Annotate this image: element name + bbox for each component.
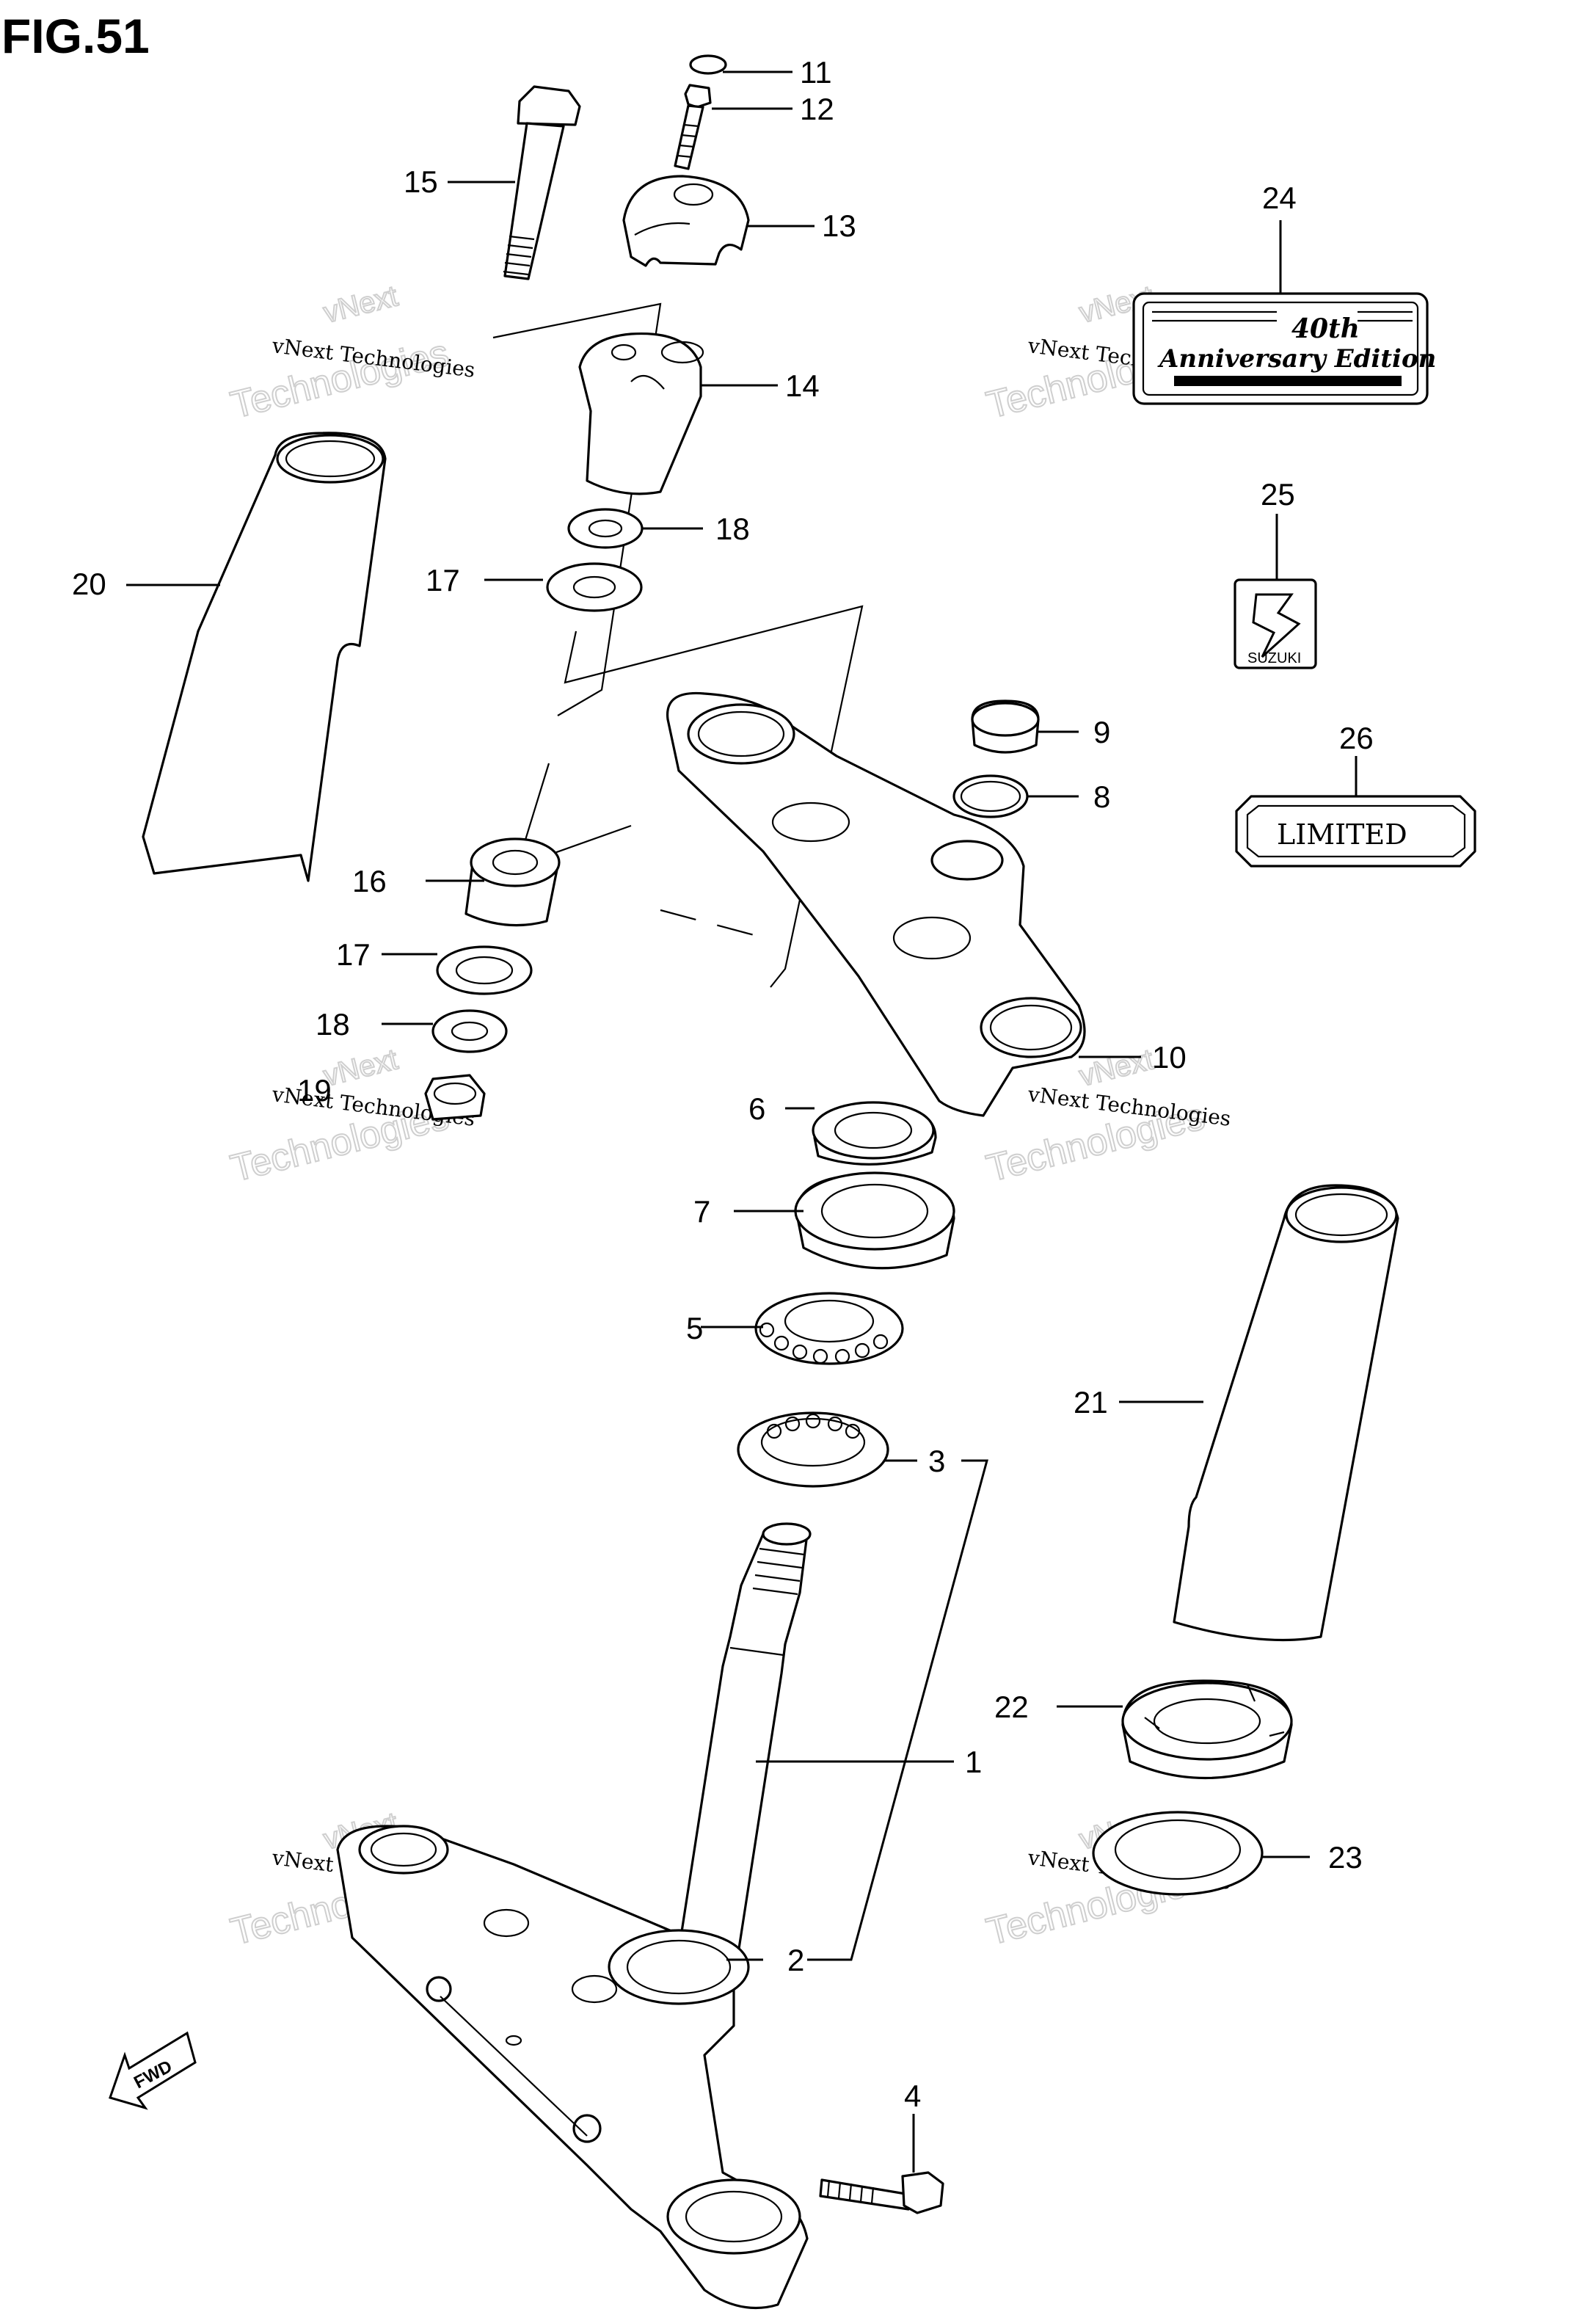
part-4-bolt	[819, 2171, 944, 2214]
part-18-washer-upper	[567, 508, 644, 549]
part-3-bearing-lower	[737, 1411, 889, 1488]
label-24: 24	[1262, 181, 1297, 215]
label-13: 13	[822, 208, 856, 243]
part-21-fork-cover	[1173, 1184, 1399, 1642]
part-2-lower-bracket	[336, 1825, 809, 2310]
label-18b: 18	[316, 1007, 350, 1042]
label-21: 21	[1074, 1385, 1108, 1419]
label-7: 7	[693, 1194, 710, 1229]
watermark-big-top: vNext	[321, 280, 401, 329]
label-11: 11	[800, 55, 832, 90]
part-6-steering-nut	[812, 1101, 937, 1166]
label-17a: 17	[426, 563, 460, 597]
limited-text: LIMITED	[1277, 818, 1407, 851]
label-6: 6	[748, 1091, 765, 1126]
label-25: 25	[1261, 477, 1295, 512]
label-8: 8	[1093, 779, 1110, 814]
label-15: 15	[404, 164, 438, 199]
part-23-washer	[1092, 1811, 1264, 1896]
part-18-washer-lower	[431, 1009, 508, 1053]
label-12: 12	[800, 92, 834, 126]
part-1-steering-stem	[674, 1522, 812, 1983]
label-4: 4	[904, 2079, 921, 2113]
suzuki-s-logo-icon	[1252, 593, 1301, 658]
leader-lines	[126, 70, 1358, 2173]
part-15-bolt	[503, 85, 581, 280]
part-24-anniversary-emblem: 40th Anniversary Edition	[1132, 292, 1436, 405]
part-26-limited-emblem: LIMITED	[1235, 795, 1476, 868]
fwd-arrow-icon: FWD	[109, 2031, 197, 2110]
label-16: 16	[352, 864, 387, 898]
label-20: 20	[72, 567, 106, 601]
label-19: 19	[297, 1073, 332, 1108]
part-5-bearing-upper	[754, 1292, 904, 1365]
watermark-big-top: vNext	[1076, 1043, 1157, 1092]
label-23: 23	[1328, 1840, 1363, 1875]
part-11-cap	[689, 54, 727, 75]
part-12-bolt	[674, 84, 712, 170]
figure-title: FIG.51	[1, 9, 150, 63]
part-17-washer-upper	[546, 562, 643, 612]
part-labels: 11 12 13 14 15 18 17 20 24 25 26 9 8 10 …	[72, 55, 1374, 2113]
label-3: 3	[928, 1444, 945, 1478]
part-9-cap-nut	[971, 699, 1040, 754]
part-17-washer-lower	[436, 945, 533, 995]
part-8-washer	[952, 774, 1029, 818]
part-7-dust-seal	[794, 1171, 955, 1270]
part-22-adjuster-ring	[1121, 1679, 1293, 1779]
part-25-suzuki-emblem: SUZUKI	[1234, 578, 1317, 669]
label-18a: 18	[715, 512, 750, 546]
label-22: 22	[994, 1690, 1029, 1724]
part-19-nut	[424, 1074, 486, 1121]
label-26: 26	[1339, 721, 1374, 755]
part-10-upper-bracket	[666, 691, 1086, 1117]
suzuki-text: SUZUKI	[1247, 650, 1301, 666]
watermark-top-left: vNext Technologies vNext Technologies	[226, 279, 476, 427]
part-14-holder	[578, 332, 704, 495]
label-2: 2	[787, 1943, 804, 1977]
part-13-clamp-upper	[622, 175, 750, 267]
anniversary-line2: Anniversary Edition	[1157, 344, 1436, 374]
label-17b: 17	[336, 937, 371, 972]
label-9: 9	[1093, 715, 1110, 749]
part-20-fork-cover	[142, 432, 387, 882]
anniversary-line1: 40th	[1291, 313, 1360, 344]
label-1: 1	[965, 1745, 982, 1779]
part-16-spacer	[464, 837, 561, 927]
label-5: 5	[686, 1311, 703, 1345]
label-10: 10	[1152, 1040, 1187, 1075]
watermark-big-top: vNext	[321, 1043, 401, 1092]
label-14: 14	[785, 368, 820, 403]
